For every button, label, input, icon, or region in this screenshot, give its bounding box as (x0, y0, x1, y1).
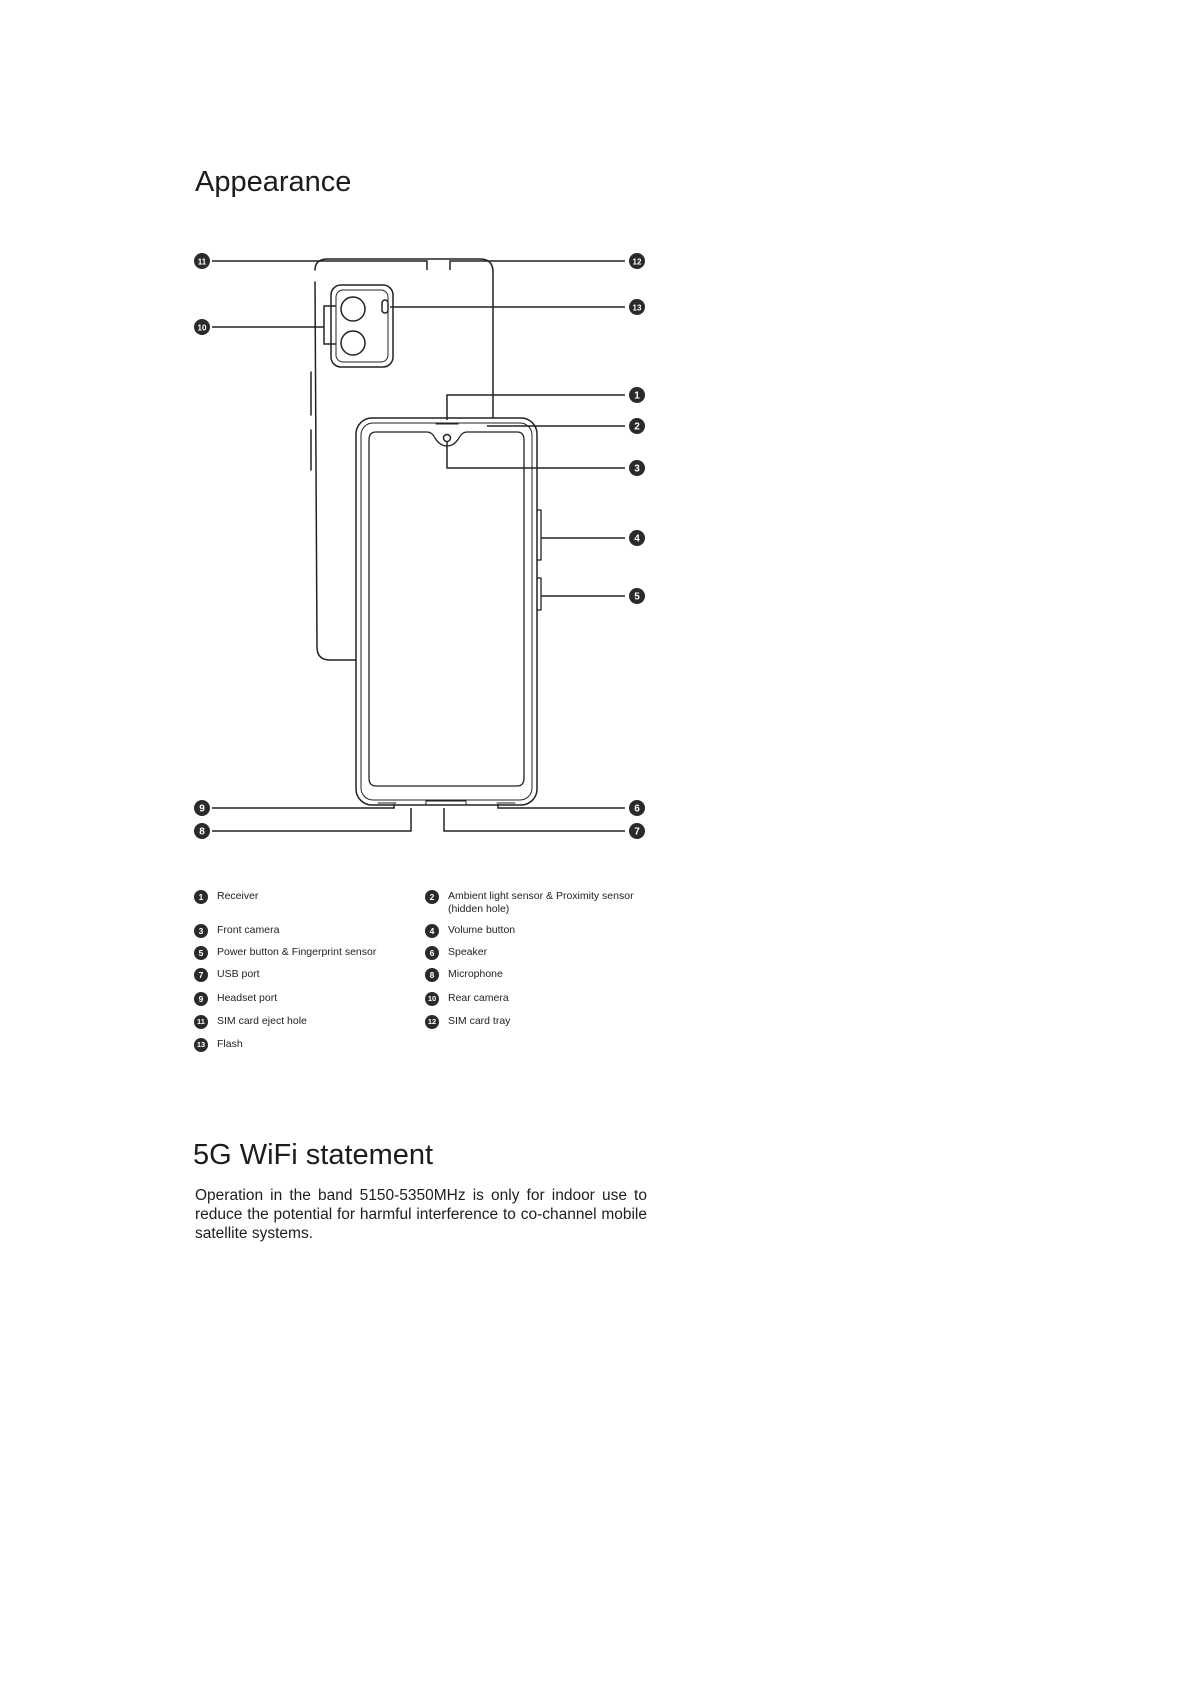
leader-line-8 (212, 808, 412, 832)
appearance-heading: Appearance (195, 166, 352, 198)
rear-camera-lens-1 (340, 296, 366, 322)
callout-8: 8 (194, 823, 210, 839)
legend-label: Receiver (217, 890, 259, 902)
callout-1: 1 (629, 387, 645, 403)
svg-text:13: 13 (633, 304, 642, 313)
svg-text:10: 10 (198, 324, 207, 333)
legend-number-badge: 4 (425, 924, 439, 938)
legend-item: 12 SIM card tray (425, 1015, 510, 1029)
legend-item: 9 Headset port (194, 992, 277, 1006)
leader-line-6 (497, 804, 625, 809)
camera-module (330, 284, 394, 368)
flash (381, 299, 389, 314)
svg-text:7: 7 (634, 827, 640, 838)
legend-label: Flash (217, 1038, 243, 1050)
svg-text:4: 4 (634, 534, 640, 545)
callout-12: 12 (629, 253, 645, 269)
legend-label: SIM card eject hole (217, 1015, 307, 1027)
legend-label: Rear camera (448, 992, 509, 1004)
svg-text:3: 3 (634, 464, 640, 475)
phone-screen (368, 431, 525, 787)
legend-number-badge: 8 (425, 968, 439, 982)
legend-label: Ambient light sensor & Proximity sensor … (448, 890, 634, 915)
legend-label: SIM card tray (448, 1015, 511, 1027)
legend-item: 11 SIM card eject hole (194, 1015, 307, 1029)
svg-text:8: 8 (199, 827, 205, 838)
legend-number-badge: 12 (425, 1015, 439, 1029)
legend-number-badge: 3 (194, 924, 208, 938)
legend-item: 7 USB port (194, 968, 260, 982)
legend-label: Microphone (448, 968, 503, 980)
legend-number-badge: 2 (425, 890, 439, 904)
phone-front-bezel (360, 422, 533, 801)
legend-label: Speaker (448, 946, 488, 958)
callout-6: 6 (629, 800, 645, 816)
callout-13: 13 (629, 299, 645, 315)
callout-9: 9 (194, 800, 210, 816)
callout-11: 11 (194, 253, 210, 269)
legend-number-badge: 1 (194, 890, 208, 904)
legend-item: 13 Flash (194, 1038, 243, 1052)
svg-text:2: 2 (634, 422, 640, 433)
legend-label: Headset port (217, 992, 278, 1004)
svg-text:6: 6 (634, 804, 640, 815)
legend-number-badge: 10 (425, 992, 439, 1006)
legend-item: 3 Front camera (194, 924, 279, 938)
svg-text:5: 5 (634, 592, 640, 603)
leader-line-11 (212, 260, 428, 270)
svg-text:12: 12 (633, 258, 642, 267)
legend-label: Power button & Fingerprint sensor (217, 946, 377, 958)
legend-item: 4 Volume button (425, 924, 515, 938)
legend: 1 Receiver 2 Ambient light sensor & Proximi… (194, 890, 634, 1052)
legend-item: 1 Receiver (194, 890, 258, 904)
callout-3: 3 (629, 460, 645, 476)
legend-number-badge: 9 (194, 992, 208, 1006)
leader-line-12 (449, 260, 625, 270)
leader-line-7 (443, 808, 625, 832)
leader-line-1 (446, 394, 625, 420)
legend-item: 2 Ambient light sensor & Proximity sensor… (425, 890, 634, 916)
callout-4: 4 (629, 530, 645, 546)
legend-number-badge: 13 (194, 1038, 208, 1052)
leader-line-10 (212, 305, 336, 345)
legend-item: 5 Power button & Fingerprint sensor (194, 946, 376, 960)
svg-text:11: 11 (198, 258, 207, 267)
bottom-port (425, 800, 467, 806)
callout-10: 10 (194, 319, 210, 335)
wifi-statement-body: Operation in the band 5150-5350MHz is on… (195, 1187, 647, 1242)
legend-number-badge: 11 (194, 1015, 208, 1029)
legend-label: Front camera (217, 924, 280, 936)
svg-text:9: 9 (199, 804, 205, 815)
phone-back-body (314, 258, 494, 661)
leader-line-9 (212, 804, 395, 809)
wifi-statement-heading: 5G WiFi statement (193, 1139, 434, 1171)
camera-module-inner (335, 289, 389, 363)
callout-7: 7 (629, 823, 645, 839)
legend-number-badge: 7 (194, 968, 208, 982)
callout-2: 2 (629, 418, 645, 434)
legend-label: USB port (217, 968, 260, 980)
legend-item: 8 Microphone (425, 968, 503, 982)
legend-number-badge: 5 (194, 946, 208, 960)
leader-line-3 (446, 441, 625, 469)
power-button (536, 577, 542, 611)
callout-5: 5 (629, 588, 645, 604)
legend-item: 10 Rear camera (425, 992, 509, 1006)
rear-camera-lens-2 (340, 330, 366, 356)
legend-number-badge: 6 (425, 946, 439, 960)
legend-label: Volume button (448, 924, 516, 936)
legend-item: 6 Speaker (425, 946, 487, 960)
volume-button (536, 509, 542, 561)
svg-text:1: 1 (634, 391, 640, 402)
